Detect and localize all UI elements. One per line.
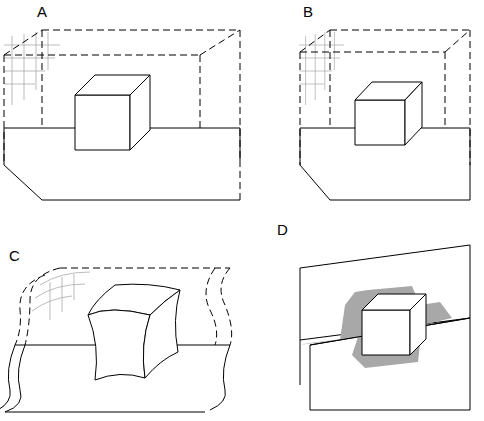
panel-d [298, 245, 470, 410]
panel-letter: B [303, 4, 313, 19]
panel-letter: D [277, 222, 288, 237]
panel-letter: A [37, 4, 47, 19]
panel-b [299, 30, 470, 200]
panel-letter: C [9, 248, 20, 263]
panel-c [0, 268, 232, 412]
panel-a [4, 30, 240, 200]
